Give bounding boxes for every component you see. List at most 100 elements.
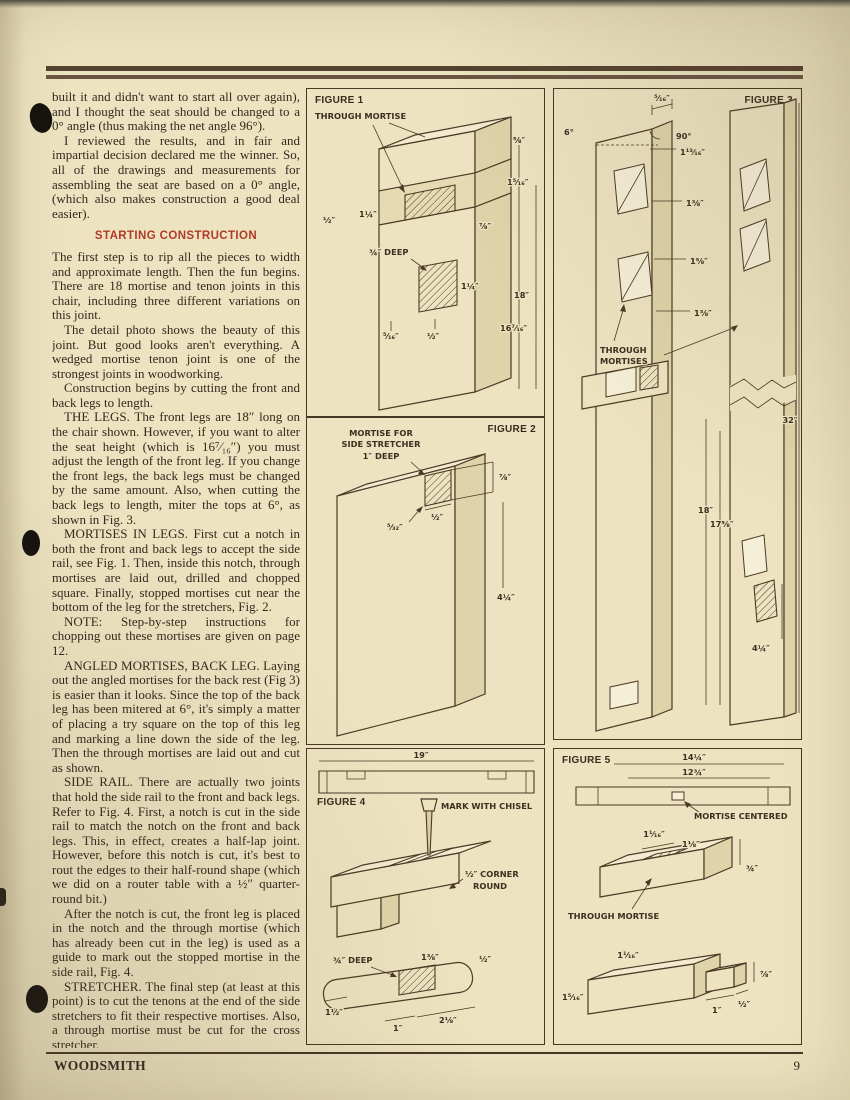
side-rail-plan-view	[318, 760, 535, 794]
mark-with-chisel-label: MARK WITH CHISEL	[441, 801, 533, 811]
dim-label: 32″	[782, 415, 797, 425]
paragraph: SIDE RAIL. There are actually two joints…	[52, 774, 300, 907]
paragraph: built it and didn't want to start all ov…	[52, 90, 300, 134]
leg-lower-isometric	[336, 453, 486, 737]
stopped-mortise-hatch	[418, 259, 458, 313]
dim-label: 4¼″	[752, 643, 770, 653]
dimension-lines	[372, 122, 537, 389]
dim-label: 1⁵⁄₁₆″	[562, 992, 584, 1002]
top-rule-1	[46, 66, 803, 71]
scan-edge-mark	[0, 888, 6, 906]
figure-5-panel: FIGURE 5	[553, 748, 802, 1045]
mortise-hatch	[753, 579, 778, 623]
centered-mortise	[671, 791, 685, 801]
figure-4-panel: FIGURE 4	[306, 748, 545, 1045]
dim-label: ⁵⁄₃₂″	[387, 522, 403, 532]
paragraph: The first step is to rip all the pieces …	[52, 248, 300, 323]
footer-rule	[46, 1052, 803, 1054]
stretcher-plan-view	[575, 763, 791, 806]
paragraph: THE LEGS. The front legs are 18″ long on…	[52, 409, 300, 527]
through-mortise-isometric	[599, 836, 733, 898]
dim-label: 1½″	[325, 1007, 343, 1017]
binder-hole	[27, 101, 55, 135]
leg-bottom-notch	[609, 680, 639, 710]
section-heading: STARTING CONSTRUCTION	[94, 230, 258, 243]
paragraph: After the notch is cut, the front leg is…	[52, 905, 300, 980]
dim-label: 1⅛″	[682, 839, 700, 849]
dim-label: ½″	[738, 999, 750, 1009]
dimension-lines	[324, 878, 476, 1022]
dim-label: 12¾″	[682, 767, 706, 777]
paragraph: Construction begins by cutting the front…	[52, 380, 300, 410]
back-leg-isometric	[595, 120, 673, 732]
dim-label: 16⁷⁄₁₆″	[500, 323, 528, 333]
dim-label: ½″	[431, 512, 443, 522]
through-mortises-label: MORTISES	[600, 356, 648, 366]
dim-label: ⅞″	[479, 221, 491, 231]
deep-label: ¾″ DEEP	[369, 247, 409, 257]
through-mortise-label: THROUGH MORTISE	[568, 911, 659, 921]
figure-1-drawing: THROUGH MORTISE ⅝″ 1⁵⁄₁₆″ ½″ 1¼″ ⅞″ ¾″ D…	[314, 110, 537, 411]
dim-label: ½″	[323, 215, 335, 225]
back-board-isometric	[729, 98, 797, 726]
dim-label: 1¼″	[461, 281, 479, 291]
dim-label: ⅞″	[499, 472, 511, 482]
mortise	[741, 534, 768, 578]
rail-notch-isometric	[330, 840, 492, 908]
dim-label: 1″	[712, 1005, 722, 1015]
top-rule-2	[46, 75, 803, 79]
dim-label: 1⁵⁄₁₆″	[507, 177, 529, 187]
dimension-lines	[631, 801, 755, 1001]
dim-label: 1⅜″	[686, 198, 704, 208]
figure-2-drawing: MORTISE FOR SIDE STRETCHER 1″ DEEP ⅞″ ½″…	[336, 427, 516, 737]
dim-label: 1¼″	[359, 209, 377, 219]
side-stretcher-label: SIDE STRETCHER	[342, 439, 422, 449]
dim-label: ½″	[427, 331, 439, 341]
corner-round-label: ½″ CORNER	[465, 869, 519, 879]
figure-5-drawing: 14¼″ 12¾″ MORTISE CENTERED 1¹⁄₁₆″ 1⅛″ ¾″…	[561, 751, 791, 1016]
dim-label: 19″	[413, 750, 428, 760]
page-number: 9	[793, 1058, 801, 1073]
corner-round-label: ROUND	[473, 881, 507, 891]
paragraph: STRETCHER. The final step (at least at t…	[52, 978, 300, 1048]
side-rail-block	[581, 360, 669, 410]
stretcher-mortise-hatch	[424, 469, 452, 507]
paragraph: MORTISES IN LEGS. First cut a notch in b…	[52, 526, 300, 615]
angle-label: 6°	[564, 127, 574, 137]
paragraph: NOTE: Step-by-step instructions for chop…	[52, 613, 300, 658]
dim-label: 18″	[514, 290, 529, 300]
figure-3-panel: FIGURE 3	[553, 88, 802, 740]
dim-label: ⅝″	[513, 135, 525, 145]
figure-1-title: FIGURE 1	[315, 95, 364, 106]
deep-label: ¾″ DEEP	[333, 955, 373, 965]
dim-label: 1⅜″	[694, 308, 712, 318]
dim-label: 14¼″	[682, 752, 706, 762]
dim-label: 1¹⁄₁₆″	[643, 829, 665, 839]
dim-label: ⅞″	[760, 969, 772, 979]
paragraph: The detail photo shows the beauty of thi…	[52, 321, 300, 381]
dim-label: 1″	[393, 1023, 403, 1033]
tenon-end-isometric	[587, 953, 747, 1015]
routed-rail-isometric	[322, 961, 474, 1011]
dimension-lines	[613, 99, 800, 713]
stopped-mortise-hatch	[398, 964, 436, 996]
through-mortises-label: THROUGH	[600, 345, 647, 355]
figure-1-panel: FIGURE 1	[306, 88, 545, 417]
figure-3-drawing: 6° 90° ⁵⁄₁₆″ 1¹³⁄₁₆″ 1⅜″ 1⅝″ 1⅜″ THROUGH…	[563, 92, 800, 732]
binder-hole	[26, 985, 48, 1013]
through-mortise-hatch	[641, 847, 689, 861]
scan-top-edge	[0, 0, 850, 8]
dim-label: 1⅜″	[421, 952, 439, 962]
angle-label: 90°	[676, 131, 692, 141]
mortise-for-label: MORTISE FOR	[349, 428, 413, 438]
paragraph: I reviewed the results, and in fair and …	[52, 132, 300, 221]
dim-label: 4¼″	[497, 592, 515, 602]
dim-label: ⁵⁄₁₆″	[654, 93, 670, 103]
dimension-lines	[408, 461, 504, 588]
paragraph: ANGLED MORTISES, BACK LEG. Laying out th…	[52, 657, 300, 775]
chisel	[420, 798, 438, 856]
through-mortise-label: THROUGH MORTISE	[315, 111, 406, 121]
figure-2-title: FIGURE 2	[487, 424, 536, 435]
magazine-brand: WOODSMITH	[54, 1058, 146, 1073]
